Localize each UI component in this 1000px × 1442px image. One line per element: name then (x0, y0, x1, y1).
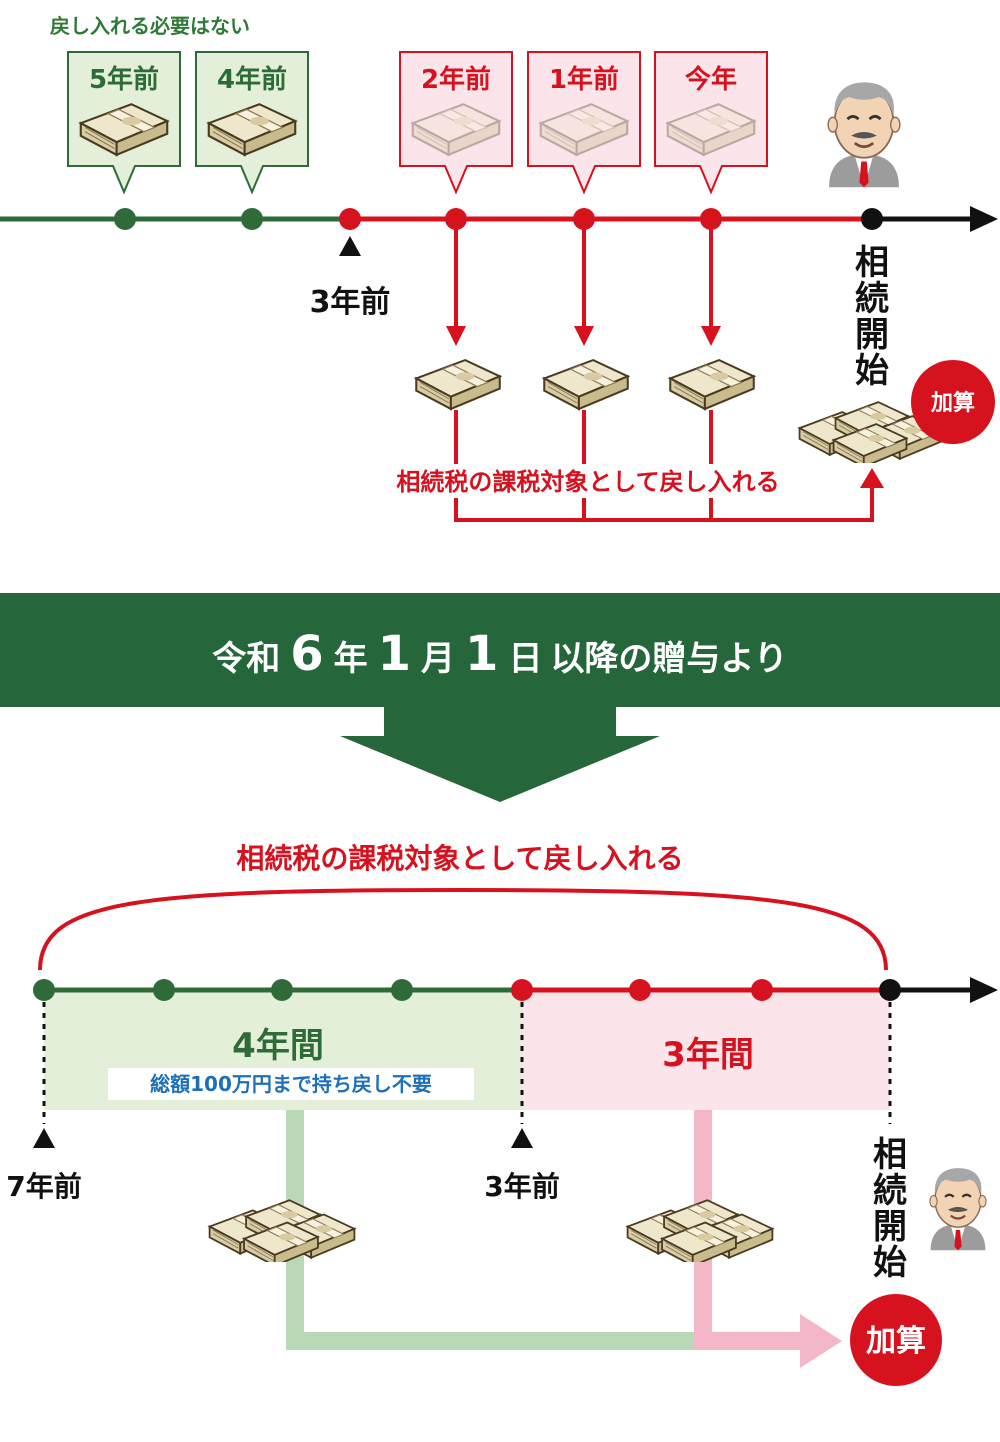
svg-text:相: 相 (873, 1135, 907, 1175)
period-4y-note: 総額100万円まで持ち戻し不要 (150, 1072, 432, 1096)
start-label-bottom: 相 続 開 始 (873, 1135, 907, 1283)
return-label-top: 相続税の課税対象として戻し入れる (396, 468, 779, 496)
box-5y: 5年前 (67, 51, 181, 195)
money-stack-icon (628, 1200, 773, 1266)
arrow-right-icon (800, 1314, 842, 1368)
money-icon (543, 359, 629, 410)
banner (0, 593, 1000, 707)
box-4y: 4年前 (195, 51, 309, 195)
box-1y: 1年前 (527, 51, 641, 195)
add-badge-bottom-label: 加算 (866, 1324, 926, 1359)
period-4y-label: 4年間 (232, 1026, 324, 1066)
box-2y: 2年前 (399, 51, 513, 195)
start-label-top: 相 続 開 始 (855, 243, 889, 391)
add-badge-bottom (850, 1294, 942, 1386)
marker-3y-label: 3年前 (310, 285, 391, 320)
box-2y-label: 2年前 (421, 64, 491, 95)
money-icon (669, 359, 755, 410)
elderly-man-icon (826, 80, 902, 189)
marker-7y-label: 7年前 (6, 1170, 81, 1203)
add-badge-top-label: 加算 (930, 390, 975, 416)
svg-text:続: 続 (873, 1171, 907, 1211)
box-4y-label: 4年前 (217, 64, 287, 95)
triangle-marker-icon (511, 1128, 533, 1148)
svg-text:始: 始 (873, 1243, 907, 1283)
money-stack-icon (210, 1200, 355, 1266)
svg-text:相: 相 (855, 243, 889, 283)
money-icon (415, 359, 501, 410)
flow-bars (286, 1110, 842, 1368)
svg-text:続: 続 (855, 279, 889, 319)
period-3y-block (522, 992, 890, 1110)
down-arrows (446, 225, 721, 346)
no-return-label: 戻し入れる必要はない (50, 14, 250, 38)
svg-text:開: 開 (873, 1207, 907, 1247)
bottom-timeline (33, 977, 998, 1003)
box-1y-label: 1年前 (549, 64, 619, 95)
bracket-arc (38, 887, 888, 971)
triangle-marker-icon (339, 236, 361, 256)
svg-text:開: 開 (855, 315, 889, 355)
elderly-man-icon (928, 1166, 988, 1252)
marker-3y-bottom-label: 3年前 (484, 1170, 559, 1203)
top-timeline (0, 206, 998, 232)
add-badge-top (911, 360, 995, 444)
box-5y-label: 5年前 (89, 64, 159, 95)
box-this-year: 今年 (654, 51, 768, 195)
arrow-head-icon (970, 977, 998, 1003)
return-label-bottom: 相続税の課税対象として戻し入れる (236, 842, 683, 875)
triangle-marker-icon (33, 1128, 55, 1148)
svg-text:始: 始 (855, 351, 889, 391)
note-box (108, 1068, 474, 1100)
period-3y-label: 3年間 (662, 1035, 754, 1075)
box-this-year-label: 今年 (685, 64, 737, 95)
arrow-head-icon (970, 206, 998, 232)
